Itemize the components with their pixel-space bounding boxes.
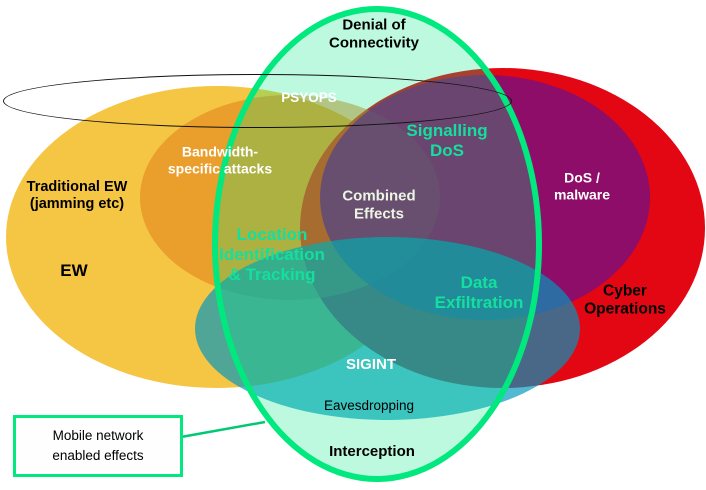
mobile-network-effects-legend-box: Mobile network enabled effects bbox=[13, 415, 183, 477]
psyops-outline-ellipse bbox=[3, 74, 512, 128]
